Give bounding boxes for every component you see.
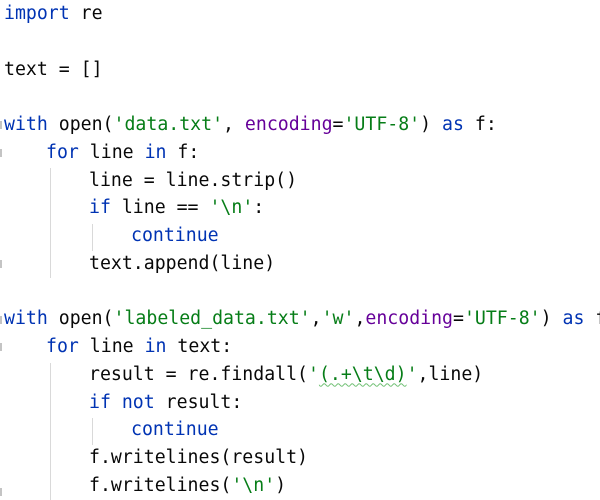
punct: , xyxy=(310,308,322,330)
string-literal: 'data.txt' xyxy=(113,114,224,135)
fold-marker-icon[interactable] xyxy=(0,488,2,496)
param-name: encoding xyxy=(244,114,333,135)
code-line-3: text = [] xyxy=(4,56,103,84)
variable: f: xyxy=(166,141,200,163)
string-quote: ' xyxy=(308,363,319,385)
keyword: continue xyxy=(131,225,219,246)
code-line-8: if line == '\n': xyxy=(89,194,264,222)
call-expression: result = re.findall( xyxy=(89,363,308,385)
fold-marker-icon[interactable] xyxy=(0,121,2,129)
param-name: encoding xyxy=(365,308,453,330)
call-expression: f.writelines( xyxy=(89,474,232,496)
code-line-6: for line in f: xyxy=(46,139,199,167)
code-line-5: with open('data.txt', encoding='UTF-8') … xyxy=(4,111,497,139)
code-line-10: text.append(line) xyxy=(89,250,275,278)
punct: ,line) xyxy=(417,363,484,385)
space xyxy=(111,392,122,413)
variable: f: xyxy=(463,114,497,135)
keyword: for xyxy=(46,336,79,357)
punct: , xyxy=(223,114,245,135)
regex-pattern: (.+\t\d) xyxy=(318,363,407,385)
fold-marker-icon[interactable] xyxy=(0,316,2,324)
punct: : xyxy=(253,197,265,219)
keyword: continue xyxy=(131,419,219,441)
punct: ) xyxy=(540,308,563,330)
expression: line == xyxy=(110,197,210,219)
open-call: open( xyxy=(47,308,114,330)
statement: text = [] xyxy=(4,58,103,80)
keyword: in xyxy=(144,336,167,357)
code-line-18: f.writelines('\n') xyxy=(89,472,286,500)
keyword: if xyxy=(89,197,111,219)
keyword: import xyxy=(4,3,70,24)
variable: f: xyxy=(584,308,600,329)
indent-guide xyxy=(50,168,51,278)
punct: ) xyxy=(420,114,443,135)
keyword: for xyxy=(46,141,79,163)
variable: line xyxy=(78,141,145,163)
punct: = xyxy=(453,308,464,330)
punct: ) xyxy=(275,474,287,496)
code-line-9: continue xyxy=(131,222,219,250)
keyword: not xyxy=(121,391,155,413)
keyword: as xyxy=(442,114,464,135)
keyword: with xyxy=(4,308,48,330)
punct: , xyxy=(354,308,366,330)
variable: result: xyxy=(154,391,243,413)
fold-marker-icon[interactable] xyxy=(0,260,2,268)
string-literal: 'w' xyxy=(321,308,355,330)
code-line-12: with open('labeled_data.txt','w',encodin… xyxy=(4,305,600,333)
module-name: re xyxy=(69,3,103,24)
indent-guide xyxy=(92,224,93,251)
punct: = xyxy=(332,114,344,135)
keyword: with xyxy=(4,114,48,135)
statement: line = line.strip() xyxy=(89,169,298,191)
code-line-1: import re xyxy=(4,0,103,28)
fold-marker-icon[interactable] xyxy=(0,343,2,351)
code-line-14: result = re.findall('(.+\t\d)',line) xyxy=(89,361,483,389)
code-line-13: for line in text: xyxy=(46,333,232,361)
statement: text.append(line) xyxy=(89,252,276,274)
variable: text: xyxy=(166,336,233,357)
string-literal: '\n' xyxy=(231,474,276,496)
variable: line xyxy=(78,336,145,357)
code-line-15: if not result: xyxy=(89,389,242,417)
keyword: as xyxy=(562,308,585,330)
string-literal: '\n' xyxy=(209,197,254,219)
string-literal: 'UTF-8' xyxy=(343,114,421,135)
code-line-16: continue xyxy=(131,416,219,444)
string-literal: 'UTF-8' xyxy=(463,308,541,330)
indent-guide xyxy=(50,363,51,500)
indent-guide xyxy=(92,418,93,445)
code-line-17: f.writelines(result) xyxy=(89,444,308,472)
open-call: open( xyxy=(47,114,114,135)
code-line-7: line = line.strip() xyxy=(89,167,297,195)
keyword: if xyxy=(89,391,111,413)
fold-marker-icon[interactable] xyxy=(0,149,2,157)
keyword: in xyxy=(144,141,167,163)
string-literal: 'labeled_data.txt' xyxy=(113,308,311,330)
string-quote: ' xyxy=(406,363,418,385)
statement: f.writelines(result) xyxy=(89,447,308,468)
